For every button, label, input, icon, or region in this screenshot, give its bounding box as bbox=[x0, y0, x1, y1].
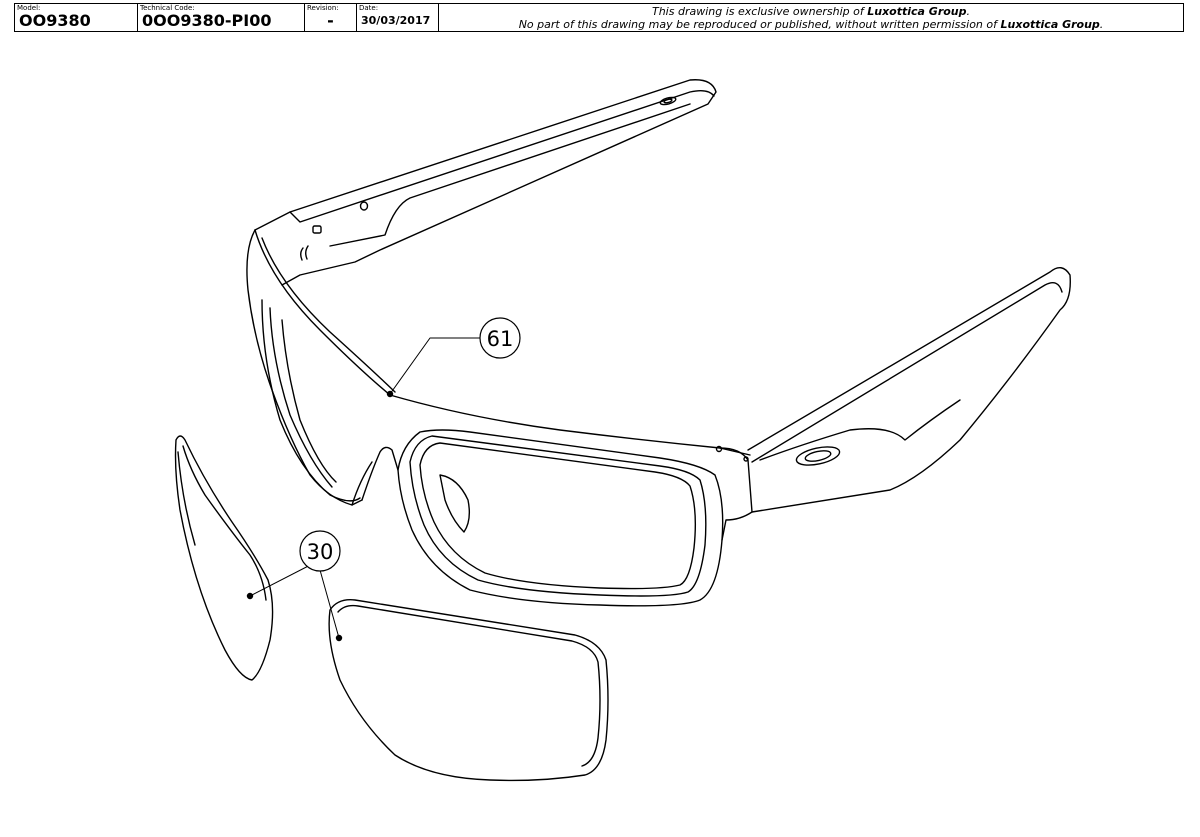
left-temple-arm bbox=[254, 79, 717, 286]
technical-code-label: Technical Code: bbox=[140, 4, 195, 12]
callout-30-bubble bbox=[299, 530, 341, 572]
notice-1-owner: Luxottica Group bbox=[867, 5, 967, 18]
left-lens bbox=[174, 435, 274, 681]
notice-1-prefix: This drawing is exclusive ownership of bbox=[651, 5, 868, 18]
notice-2-suffix: . bbox=[1099, 18, 1104, 31]
ownership-notice-cell: This drawing is exclusive ownership of L… bbox=[439, 4, 1183, 31]
title-block: Model: OO9380 Technical Code: 0OO9380-PI… bbox=[14, 3, 1184, 32]
right-lens bbox=[328, 599, 609, 782]
technical-code-cell: Technical Code: 0OO9380-PI00 bbox=[138, 4, 305, 31]
date-label: Date: bbox=[359, 4, 379, 12]
callout-61: 61 bbox=[386, 317, 521, 398]
model-label: Model: bbox=[17, 4, 41, 12]
revision-value: - bbox=[327, 11, 334, 30]
revision-cell: Revision: - bbox=[305, 4, 357, 31]
notice-1-suffix: . bbox=[966, 5, 971, 18]
date-cell: Date: 30/03/2017 bbox=[357, 4, 439, 31]
callout-61-bubble bbox=[479, 317, 521, 359]
technical-code-value: 0OO9380-PI00 bbox=[142, 11, 272, 30]
callout-30: 30 bbox=[246, 530, 343, 642]
date-value: 30/03/2017 bbox=[361, 14, 431, 27]
ownership-notice-line-1: This drawing is exclusive ownership of L… bbox=[439, 5, 1183, 18]
callout-61-label: 61 bbox=[487, 327, 514, 351]
notice-2-prefix: No part of this drawing may be reproduce… bbox=[518, 18, 1001, 31]
model-value: OO9380 bbox=[19, 11, 91, 30]
model-cell: Model: OO9380 bbox=[15, 4, 138, 31]
hinge-screw-icon bbox=[359, 201, 369, 211]
ownership-notice-line-2: No part of this drawing may be reproduce… bbox=[439, 18, 1183, 31]
left-temple-logo-icon bbox=[659, 96, 677, 106]
callout-30-label: 30 bbox=[307, 540, 334, 564]
revision-label: Revision: bbox=[307, 4, 339, 12]
right-temple-logo-icon bbox=[795, 446, 841, 466]
notice-2-owner: Luxottica Group bbox=[1000, 18, 1100, 31]
right-temple-arm bbox=[747, 267, 1071, 513]
